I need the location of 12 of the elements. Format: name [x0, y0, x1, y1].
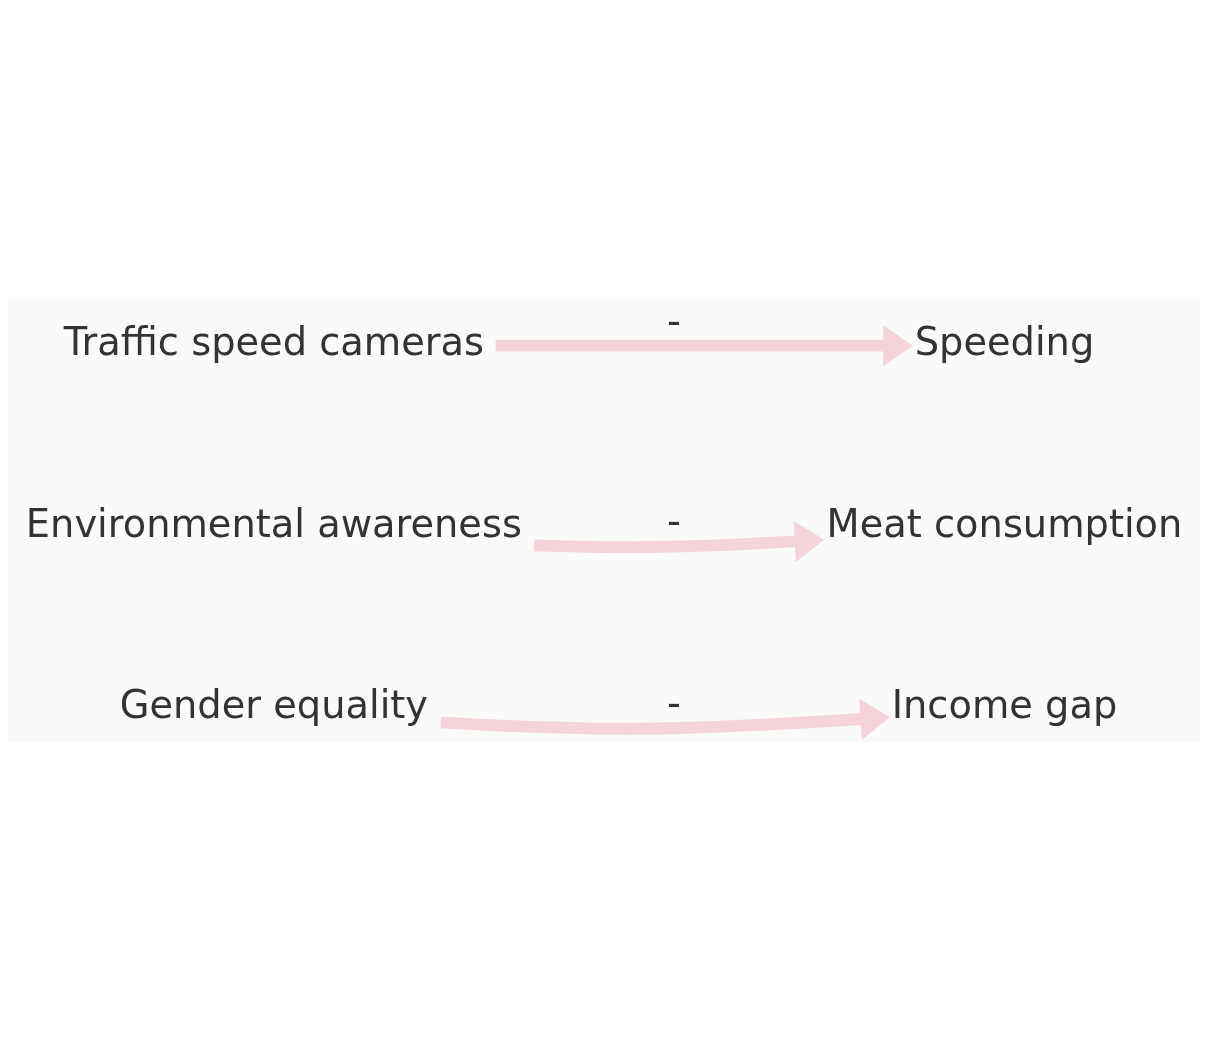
arrow	[533, 520, 825, 563]
node-text: Income gap	[891, 682, 1118, 728]
edge-label: -	[666, 679, 681, 725]
node-text: Environmental awareness	[25, 500, 522, 546]
arrow	[495, 325, 913, 367]
node-text: Meat consumption	[826, 500, 1183, 546]
edge-label: -	[666, 498, 681, 544]
arrow	[440, 698, 890, 740]
node-text: Traffic speed cameras	[63, 319, 485, 364]
node-text: Gender equality	[119, 682, 429, 728]
node-text: Speeding	[914, 319, 1095, 364]
edge-label: -	[666, 297, 681, 343]
